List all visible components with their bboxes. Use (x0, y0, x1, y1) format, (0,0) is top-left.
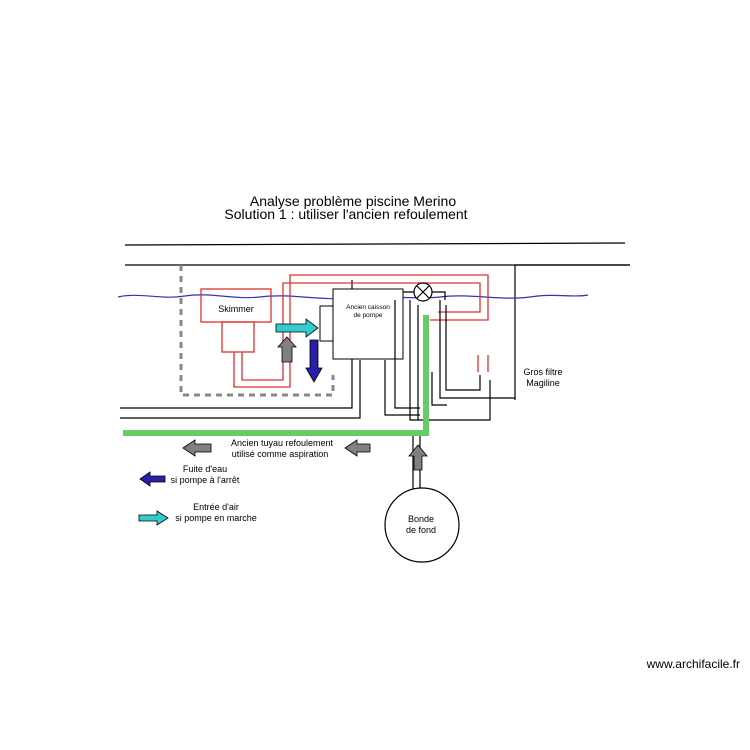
legend-cyan-right-arrow (138, 510, 169, 526)
pipe-small-loop (431, 372, 447, 406)
cyan-right-arrow-pump (275, 318, 319, 338)
pump-housing-inlet (319, 305, 334, 342)
skimmer-dashed-outline (179, 265, 335, 397)
gray-up-arrow-skimmer (277, 336, 297, 363)
filter-label-2: Magiline (526, 378, 560, 388)
title-line-2: Solution 1 : utiliser l'ancien refouleme… (224, 206, 467, 222)
drain-label-2: de fond (406, 525, 436, 535)
pump-housing-box (332, 288, 404, 360)
legend-leak-label-1: Fuite d'eau (183, 464, 227, 474)
blue-down-arrow-leak (305, 339, 323, 383)
valve-icon (413, 282, 433, 302)
legend-blue-left-arrow (139, 471, 166, 487)
filter-label-1: Gros filtre (523, 367, 562, 377)
black-pipe-network (384, 291, 515, 490)
filter-wall (514, 264, 630, 400)
pipe-pump-down-2 (394, 300, 420, 409)
ground-line-left-bottom-2 (120, 360, 361, 419)
gray-left-arrow-2 (344, 439, 371, 457)
legend-air-label-2: si pompe en marche (175, 513, 257, 523)
gray-up-arrow-drain (408, 444, 428, 471)
drain-label-1: Bonde (408, 514, 434, 524)
legend-air-label-1: Entrée d'air (193, 502, 239, 512)
pipe-valve-right (432, 291, 446, 300)
old-pipe-label-2: utilisé comme aspiration (232, 449, 329, 459)
red-pipe-inner (241, 282, 481, 381)
old-pipe-label-1: Ancien tuyau refoulement (231, 438, 334, 448)
skimmer-basket (221, 321, 255, 353)
red-pipe-network (200, 274, 489, 388)
watermark: www.archifacile.fr (646, 657, 740, 671)
pipe-filter-inner (445, 305, 481, 391)
title-line-1: Analyse problème piscine Merino (250, 193, 456, 209)
pipe-pump-down-1 (384, 360, 420, 416)
gray-left-arrow-1 (182, 439, 212, 457)
pump-housing-label-1: Ancien caisson (346, 304, 390, 311)
pipe-to-filter-low (409, 300, 491, 421)
legend-leak-label-2: si pompe à l'arrêt (171, 475, 240, 485)
ground-line-top (124, 242, 626, 246)
pump-housing-label-2: de pompe (354, 312, 383, 319)
bottom-drain-circle (384, 487, 460, 563)
pipe-filter-return (439, 300, 515, 399)
green-pipe (123, 315, 429, 436)
red-pipe-outer (233, 274, 489, 388)
skimmer-label: Skimmer (218, 304, 254, 314)
